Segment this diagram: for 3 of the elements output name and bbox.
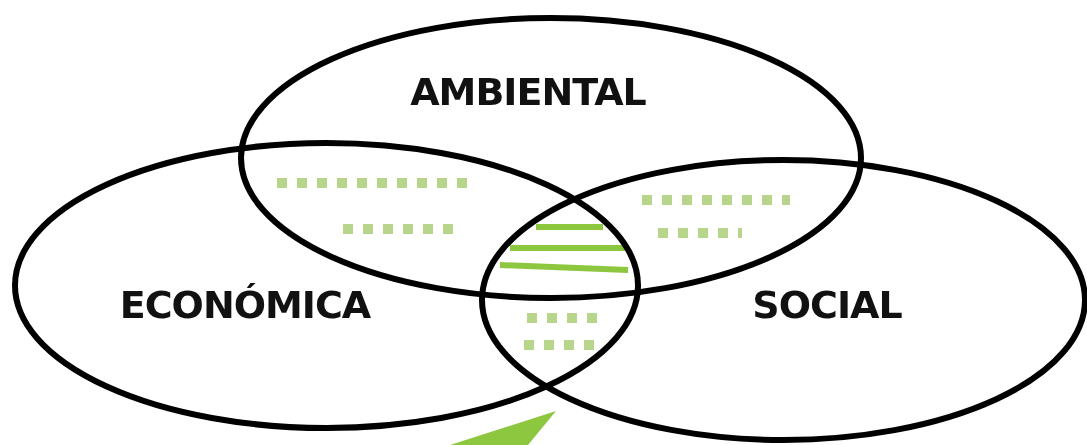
- set-label: AMBIENTAL: [410, 70, 646, 114]
- set-label: ECONÓMICA: [119, 283, 371, 327]
- set-label: SOCIAL: [752, 283, 902, 327]
